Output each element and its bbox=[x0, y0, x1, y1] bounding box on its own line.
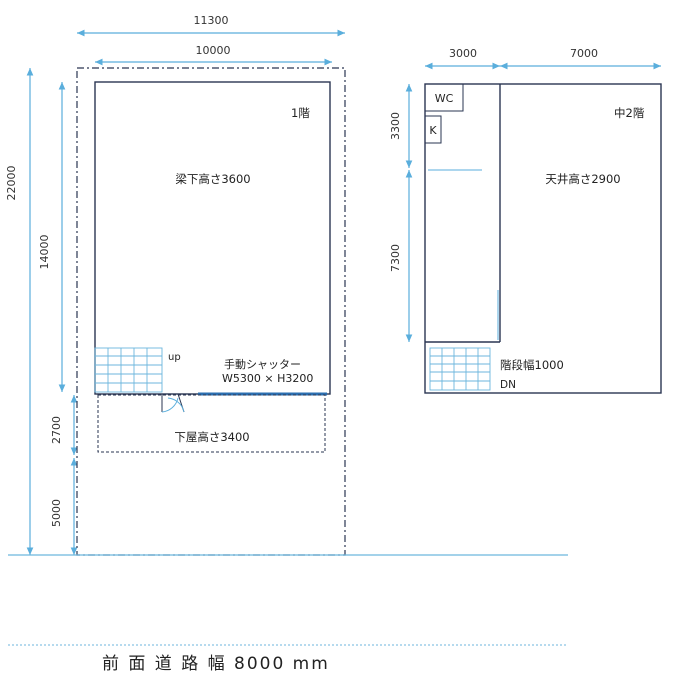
dim-top-depth: 3300 bbox=[389, 112, 402, 140]
dim-total-width: 11300 bbox=[194, 14, 229, 27]
stair-up-label: up bbox=[168, 352, 181, 363]
building-outline bbox=[94, 81, 331, 395]
dim-front-setback: 5000 bbox=[50, 499, 63, 527]
dim-total-depth: 22000 bbox=[5, 166, 18, 201]
dim-inner-width: 10000 bbox=[196, 44, 231, 57]
entrance-door bbox=[161, 393, 185, 413]
dim-lower-depth: 7300 bbox=[389, 244, 402, 272]
floor-label-1f: 1階 bbox=[291, 106, 310, 120]
shutter-size: W5300 × H3200 bbox=[222, 372, 313, 385]
mezzanine-plan: 3000 7000 3300 7300 WC K 中2階 天井高さ2900 bbox=[389, 47, 662, 394]
dim-canopy-depth: 2700 bbox=[50, 416, 63, 444]
dim-building-depth: 14000 bbox=[38, 235, 51, 270]
stair-grid-mezzanine bbox=[429, 347, 491, 391]
road-width-label: 前 面 道 路 幅 8000 mm bbox=[102, 654, 330, 674]
ceiling-height-label: 天井高さ2900 bbox=[545, 172, 620, 186]
shutter-label: 手動シャッター bbox=[224, 357, 301, 371]
kitchen-room bbox=[424, 115, 442, 144]
mezzanine-outline bbox=[424, 83, 662, 394]
first-floor-plan: 11300 10000 22000 14000 2700 5000 1階 梁下高… bbox=[5, 14, 346, 556]
stair-grid-1f bbox=[94, 347, 163, 393]
site-boundary bbox=[76, 67, 346, 556]
kitchen-label: K bbox=[429, 124, 437, 137]
wc-label: WC bbox=[435, 92, 454, 105]
floor-label-mezzanine: 中2階 bbox=[614, 106, 645, 120]
stair-width-label: 階段幅1000 bbox=[500, 358, 564, 372]
wc-room bbox=[424, 83, 464, 112]
canopy-outline bbox=[97, 394, 326, 453]
dim-left-width: 3000 bbox=[449, 47, 477, 60]
canopy-height-label: 下屋高さ3400 bbox=[174, 430, 249, 444]
beam-height-label: 梁下高さ3600 bbox=[175, 172, 250, 186]
stair-down-label: DN bbox=[500, 379, 516, 391]
dim-right-width: 7000 bbox=[570, 47, 598, 60]
